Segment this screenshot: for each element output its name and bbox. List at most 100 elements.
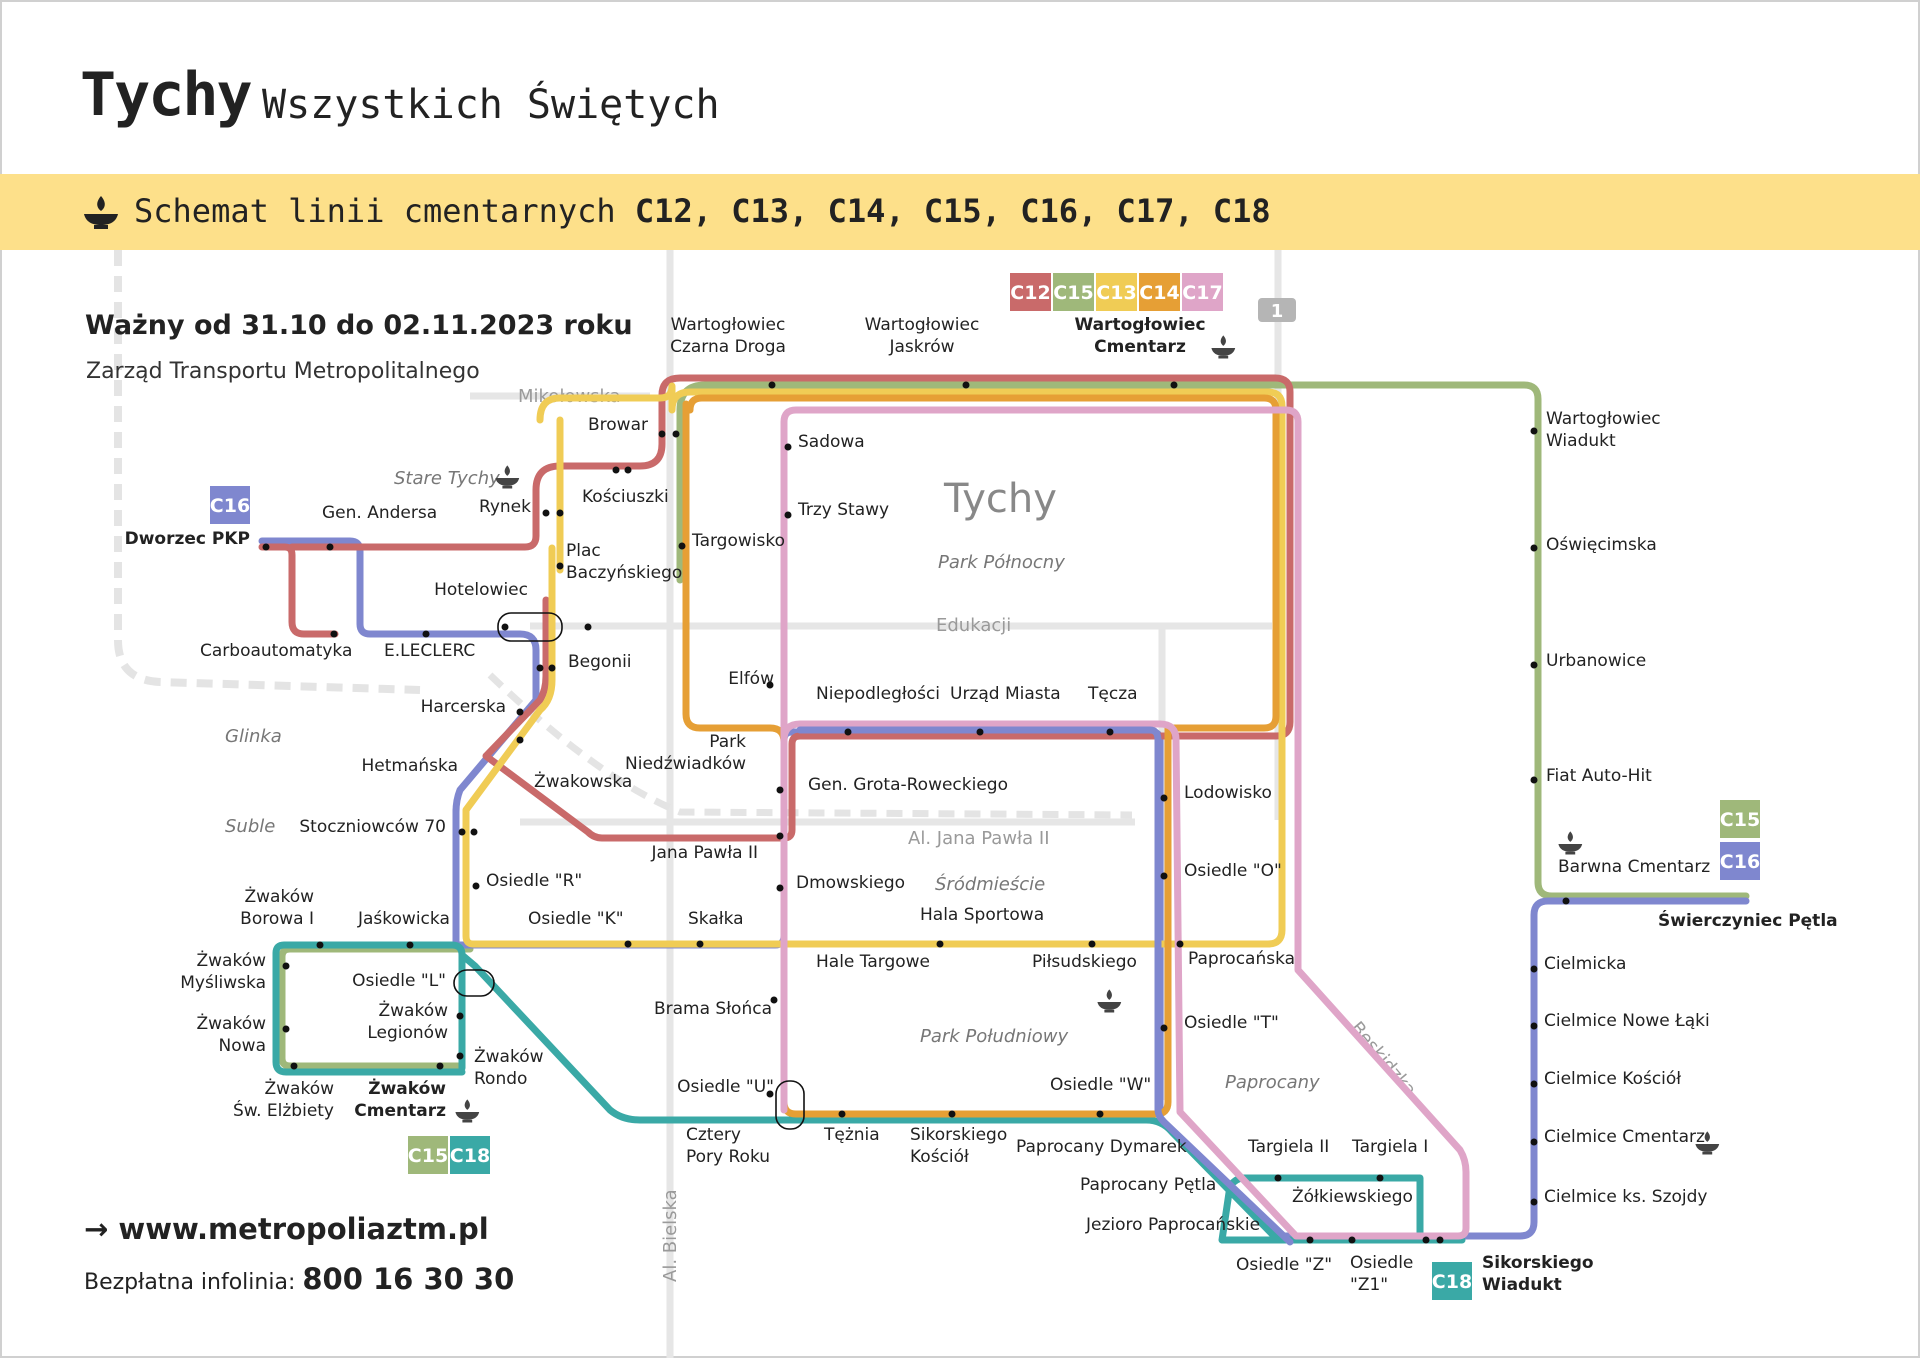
stop-marker	[316, 941, 324, 949]
stop-label-line: Carboautomatyka	[200, 641, 352, 661]
stop-marker	[406, 941, 414, 949]
area-label-srodmiescie: Śródmieście	[935, 873, 1045, 895]
stop-label-line: Wiadukt	[1482, 1275, 1562, 1295]
line-badge-label: C13	[1096, 282, 1136, 304]
stop-marker	[456, 1012, 464, 1020]
stop-label-line: Paprocany Dymarek	[1016, 1137, 1187, 1157]
stop-marker	[962, 381, 970, 389]
stop-marker	[456, 1052, 464, 1060]
stop-label-osiedle-z: Osiedle "Z"	[1236, 1255, 1332, 1275]
stop-label-kosciuszki: Kościuszki	[582, 487, 669, 507]
lamp-base	[1702, 1151, 1713, 1155]
stop-marker	[624, 466, 632, 474]
stop-marker	[612, 466, 620, 474]
stop-marker	[766, 681, 774, 689]
stop-label-targiela-2: Targiela II	[1247, 1137, 1329, 1157]
stop-marker	[776, 786, 784, 794]
area-label-tychy-center: Tychy	[943, 476, 1057, 522]
website[interactable]: → www.metropoliaztm.pl	[84, 1212, 489, 1246]
stop-label-line: Skałka	[688, 909, 744, 929]
stop-label-line: Osiedle "L"	[352, 971, 446, 991]
stop-label-line: Cielmice Cmentarz	[1544, 1127, 1705, 1147]
stop-marker	[501, 623, 509, 631]
line-badge-label: C16	[210, 495, 250, 517]
stop-marker	[422, 630, 430, 638]
route-lines	[258, 374, 1750, 1246]
stop-label-line: Niepodległości	[816, 684, 940, 704]
stop-label-line: Harcerska	[421, 697, 506, 717]
stop-label-rynek: Rynek	[479, 497, 531, 517]
stop-label-line: Cielmicka	[1544, 954, 1626, 974]
band-heading-text: Schemat linii cmentarnych	[134, 192, 616, 230]
stop-label-browar: Browar	[588, 415, 648, 435]
stop-label-line: Paprocany Pętla	[1080, 1175, 1216, 1195]
stop-label-line: Żwaków	[196, 1013, 266, 1034]
stop-label-paprocany-dymarek: Paprocany Dymarek	[1016, 1137, 1187, 1157]
stop-label-line: Rondo	[474, 1069, 527, 1089]
stop-label-line: Wiadukt	[1546, 431, 1616, 451]
lamp-base	[462, 1119, 473, 1123]
stop-label-line: Borowa I	[240, 909, 314, 929]
route-c13	[462, 382, 1286, 948]
line-badge-label: C15	[408, 1145, 448, 1167]
stop-marker	[838, 1110, 846, 1118]
stop-markers	[262, 381, 1570, 1244]
road-number-badge	[1258, 298, 1296, 322]
stop-label-tecza: Tęcza	[1087, 684, 1138, 704]
hotline-number: 800 16 30 30	[302, 1262, 515, 1296]
stop-label-brama-slonca: Brama Słońca	[654, 999, 772, 1019]
stop-marker	[548, 664, 556, 672]
lamp-flame	[1106, 989, 1112, 1000]
area-label-glinka: Glinka	[225, 726, 282, 747]
stop-label-line: Legionów	[367, 1023, 448, 1043]
stop-marker	[472, 882, 480, 890]
stop-label-line: Sikorskiego	[910, 1125, 1007, 1145]
stop-marker	[1376, 1174, 1384, 1182]
stop-label-harcerska: Harcerska	[421, 697, 506, 717]
stop-label-cielmice-szojdy: Cielmice ks. Szojdy	[1544, 1187, 1707, 1207]
stop-label-carboautomatyka: Carboautomatyka	[200, 641, 352, 661]
stop-marker	[536, 664, 544, 672]
line-badge-c18	[1432, 1262, 1472, 1300]
stop-label-line: Stoczniowców 70	[299, 817, 446, 837]
stop-label-line: Dworzec PKP	[125, 529, 250, 549]
website-link[interactable]: www.metropoliaztm.pl	[118, 1212, 489, 1246]
line-badge-c13	[1096, 273, 1137, 311]
stop-label-osiedle-o: Osiedle "O"	[1184, 861, 1282, 881]
lamp-flame	[504, 465, 510, 476]
stop-marker	[936, 940, 944, 948]
lamp-flame	[464, 1099, 470, 1110]
street-label-edukacji: Edukacji	[936, 615, 1011, 636]
stop-label-hotelowiec: Hotelowiec	[434, 580, 528, 600]
stop-marker	[1348, 1236, 1356, 1244]
stop-marker	[844, 728, 852, 736]
stop-marker	[1530, 544, 1538, 552]
stop-marker	[696, 940, 704, 948]
route-c17	[780, 406, 1470, 1240]
stop-label-line: Żwaków	[244, 886, 314, 907]
stop-label-line: Osiedle "U"	[677, 1077, 774, 1097]
stop-label-line: Gen. Grota-Roweckiego	[808, 775, 1008, 795]
stop-label-line: Rynek	[479, 497, 531, 517]
stop-marker	[516, 736, 524, 744]
stop-marker	[556, 509, 564, 517]
stop-marker	[326, 543, 334, 551]
stop-label-line: Gen. Andersa	[322, 503, 437, 523]
line-badge-c16	[1720, 842, 1760, 880]
stop-marker	[784, 443, 792, 451]
area-label-stare-tychy: Stare Tychy	[394, 468, 500, 489]
stop-marker	[458, 828, 466, 836]
stop-marker	[1530, 1198, 1538, 1206]
stop-label-barwna: Barwna Cmentarz	[1558, 857, 1710, 877]
stop-marker	[776, 884, 784, 892]
lamp-bowl	[1211, 348, 1236, 356]
stop-label-line: Park	[709, 732, 746, 752]
